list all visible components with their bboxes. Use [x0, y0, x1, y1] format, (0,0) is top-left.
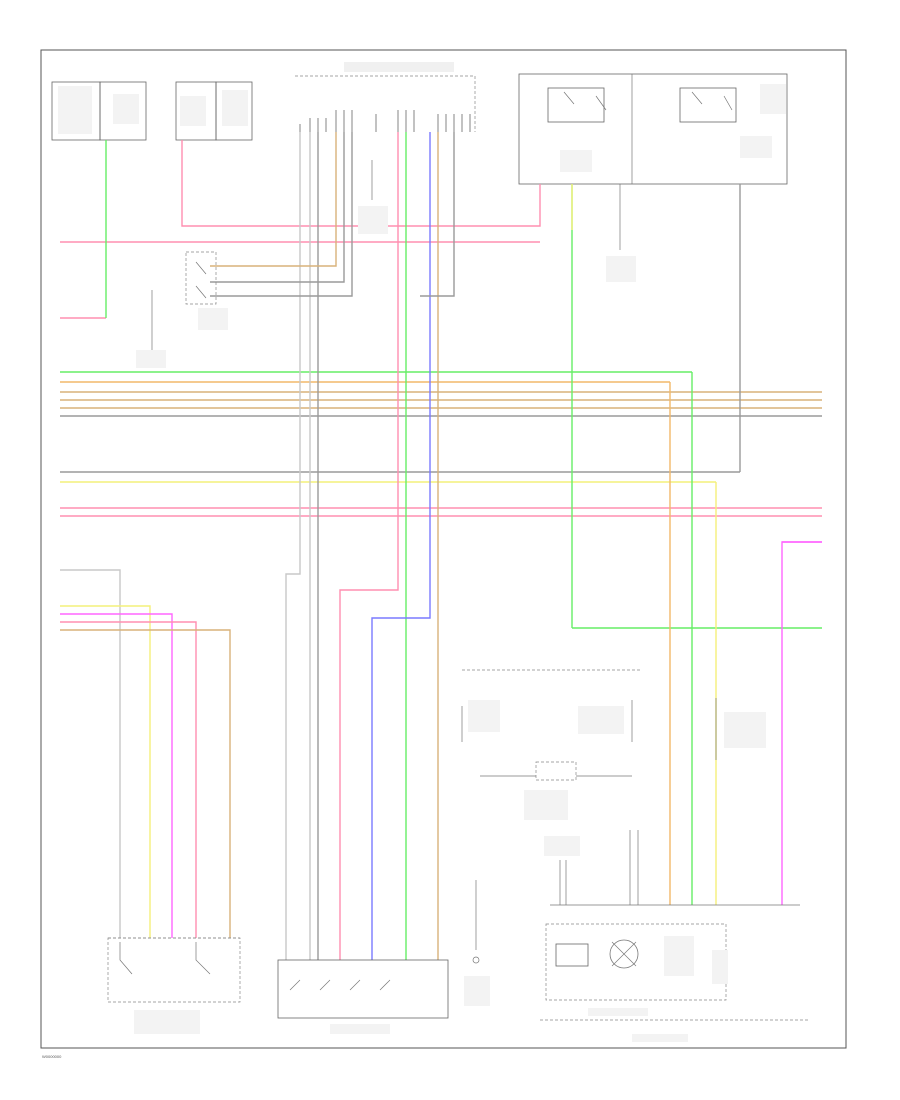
bottom-right-cluster	[461, 669, 766, 1006]
bus-wires	[60, 241, 822, 629]
top-center-connector	[295, 62, 476, 132]
wire-magenta-lower	[60, 613, 173, 938]
cluster-label-f	[464, 976, 490, 1006]
wire-pink-center	[339, 132, 399, 960]
relay-group-right	[518, 73, 788, 185]
relay-ground-label	[606, 256, 636, 282]
module-label	[330, 1024, 390, 1034]
wire-white-lower	[60, 569, 121, 938]
cluster-label-c	[724, 712, 766, 748]
relay-a	[547, 87, 605, 123]
meter-sub-label	[588, 1008, 648, 1016]
connector-title-block	[344, 62, 454, 72]
center-switch	[136, 251, 228, 368]
pin-marks	[299, 110, 471, 132]
relay-label-a	[560, 150, 592, 172]
bottom-center-module	[277, 959, 449, 1034]
combination-meter	[540, 904, 808, 1042]
meter-gauge	[609, 939, 639, 969]
meter-label-b	[712, 950, 728, 984]
switch-housing-label	[134, 1010, 200, 1034]
wire-gray-center	[420, 132, 455, 297]
figure-code: W0000000	[42, 1054, 62, 1059]
relay-label-c	[760, 84, 786, 114]
switch-body	[185, 251, 217, 305]
meter-body	[545, 923, 727, 1001]
lower-left-switch	[107, 937, 241, 1034]
cluster-label-b	[578, 706, 624, 734]
wire-yellow-lower	[60, 605, 151, 938]
wire-white-1	[285, 132, 301, 960]
relay-enclosure	[518, 73, 788, 185]
label-block-b	[113, 94, 139, 124]
diagram-frame	[40, 49, 847, 1049]
center-ground-label	[358, 206, 388, 234]
wire-magenta-down	[781, 541, 822, 905]
ground-label	[136, 350, 166, 368]
cluster-label-e	[544, 836, 580, 856]
fuse-group-left	[51, 81, 253, 141]
wire-gray-switch-2	[210, 132, 353, 297]
meter-title-label	[632, 1034, 688, 1042]
relay-b	[679, 87, 737, 123]
wire-pink-lower	[60, 621, 197, 938]
relay-label-b	[740, 136, 772, 158]
fuse-box-b	[99, 81, 147, 141]
relay-ground	[606, 184, 636, 282]
wire-tan-lower	[60, 629, 231, 938]
module-body	[277, 959, 449, 1019]
switch-label	[198, 308, 228, 330]
fuse-box-d	[215, 81, 253, 141]
label-block-a	[58, 86, 92, 134]
label-block-c	[180, 96, 206, 126]
label-block-d	[222, 90, 248, 126]
cluster-label-d	[524, 790, 568, 820]
wire-blue-center	[371, 132, 431, 960]
center-ground	[358, 160, 388, 234]
wire-gray-switch-1	[210, 132, 345, 283]
meter-block-a	[555, 943, 589, 967]
switch-housing	[107, 937, 241, 1003]
vertical-wires	[60, 132, 822, 960]
wire-tan-switch	[210, 132, 337, 267]
cluster-label-a	[468, 700, 500, 732]
meter-label-a	[664, 936, 694, 976]
cluster-resistor	[535, 761, 577, 781]
connector-bracket	[295, 75, 476, 132]
